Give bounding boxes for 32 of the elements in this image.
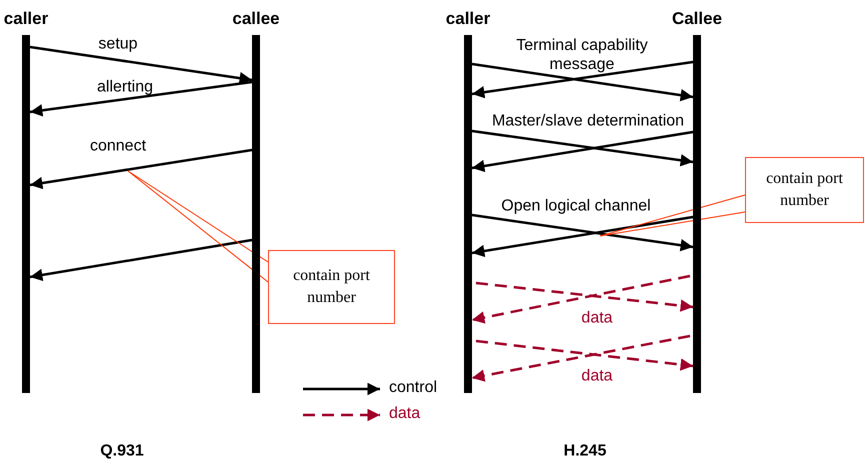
lifeline-label: Callee	[672, 9, 722, 29]
arrow	[476, 340, 694, 371]
arrow	[472, 130, 694, 172]
arrow	[476, 282, 694, 312]
edge-label: setup	[98, 34, 138, 54]
arrow	[30, 46, 252, 84]
arrow	[472, 130, 694, 166]
callout-box: contain port number	[268, 250, 395, 324]
arrow	[472, 214, 694, 252]
arrow	[30, 80, 252, 117]
legend-label: control	[389, 379, 438, 397]
arrow	[30, 238, 252, 282]
arrow	[472, 216, 694, 258]
leader-line	[128, 170, 268, 282]
diagram-caption: H.245	[564, 441, 606, 461]
arrow	[30, 148, 252, 190]
lifeline-label: caller	[4, 9, 48, 29]
leader-line	[128, 170, 268, 262]
edge-label: Terminal capability message	[515, 36, 649, 74]
edge-label: Open logical channel	[501, 196, 651, 216]
lifeline-label: caller	[446, 9, 490, 29]
arrow	[472, 334, 690, 382]
leader-line	[600, 212, 746, 236]
edge-label: connect	[90, 136, 146, 156]
diagram-caption: Q.931	[100, 441, 144, 461]
leader-line	[600, 194, 746, 236]
callout-box: contain port number	[745, 157, 864, 223]
lifeline-label: callee	[232, 9, 280, 29]
edge-label: allerting	[96, 77, 154, 97]
legend-label: data	[389, 405, 420, 423]
edge-label: Master/slave determination	[492, 111, 684, 131]
arrow	[472, 274, 690, 324]
